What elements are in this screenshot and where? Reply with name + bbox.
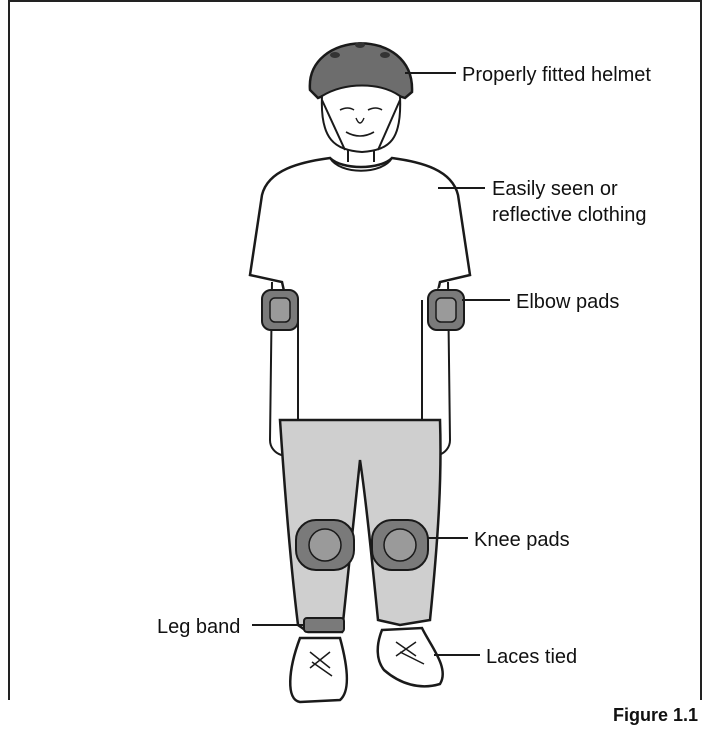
label-laces-tied: Laces tied [486,644,577,670]
label-clothing-line1: Easily seen or [492,176,618,202]
label-clothing-line2: reflective clothing [492,202,647,228]
label-helmet: Properly fitted helmet [462,62,651,88]
leg-band [304,618,344,632]
shoe-left [290,638,347,702]
figure-caption: Figure 1.1 [613,705,698,726]
label-knee-pads: Knee pads [474,527,570,553]
head [322,86,400,153]
label-elbow-pads: Elbow pads [516,289,619,315]
label-leg-band: Leg band [157,614,240,640]
